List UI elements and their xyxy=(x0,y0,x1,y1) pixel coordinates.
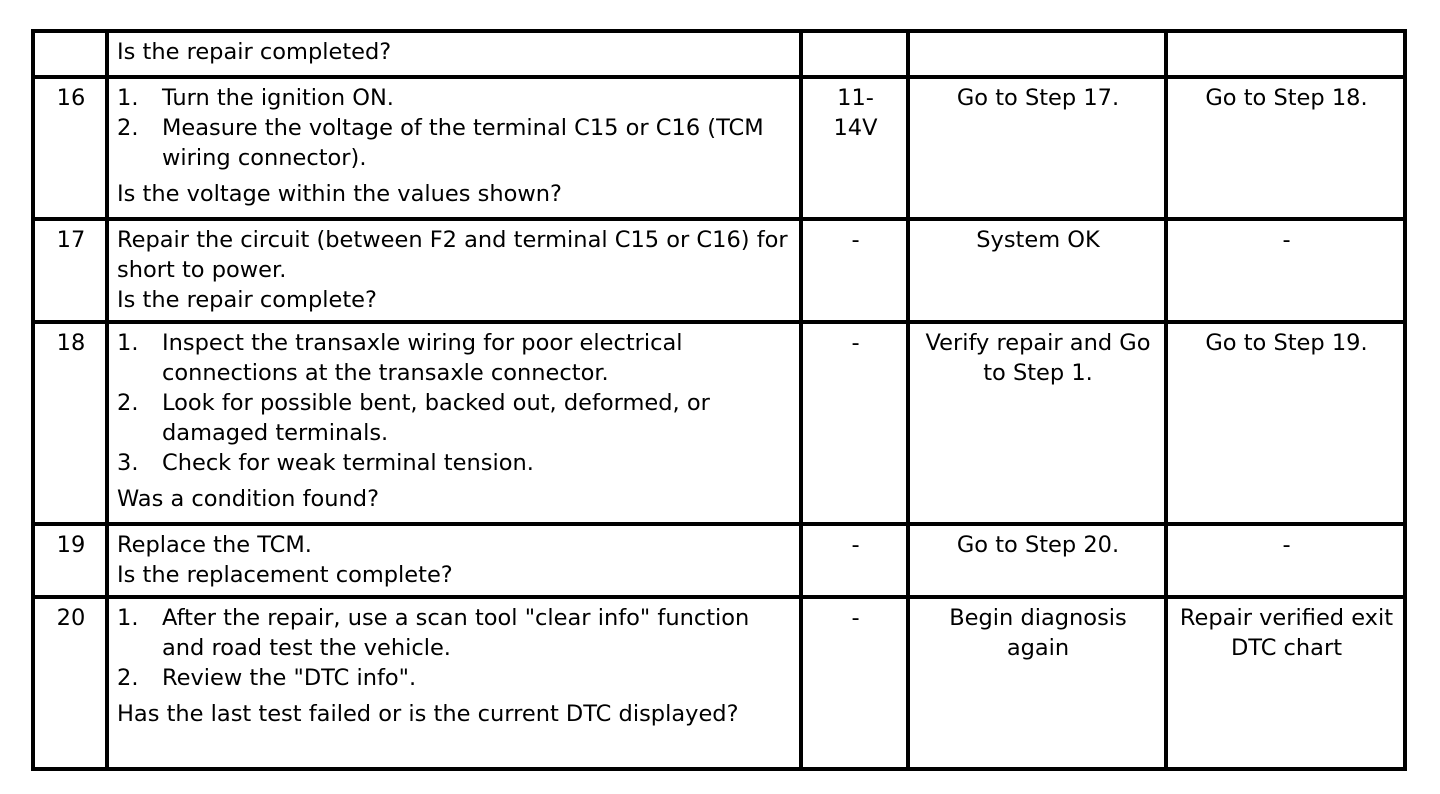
no-cell: Go to Step 19. xyxy=(1164,320,1407,526)
step-number xyxy=(31,29,109,79)
action-text: Replace the TCM. xyxy=(117,532,312,558)
list-item-number: 1. xyxy=(117,330,139,356)
action-question: Is the repair completed? xyxy=(117,39,392,65)
action-question: Has the last test failed or is the curre… xyxy=(117,701,739,727)
step-number: 18 xyxy=(31,320,109,526)
yes-cell: Go to Step 17. xyxy=(906,75,1168,221)
action-cell: Is the repair completed? xyxy=(105,29,803,79)
value-cell: - xyxy=(799,522,910,599)
value-cell: 11- 14V xyxy=(799,75,910,221)
list-item-number: 2. xyxy=(117,115,139,141)
list-item-number: 1. xyxy=(117,605,139,631)
table-row: 18 1. Inspect the transaxle wiring for p… xyxy=(31,320,1407,526)
table-row: Is the repair completed? xyxy=(31,29,1407,79)
list-item-number: 3. xyxy=(117,450,139,476)
list-item-text: Look for possible bent, backed out, defo… xyxy=(162,390,710,446)
step-number: 20 xyxy=(31,595,109,771)
yes-cell xyxy=(906,29,1168,79)
action-cell: Replace the TCM. Is the replacement comp… xyxy=(105,522,803,599)
action-question: Is the replacement complete? xyxy=(117,562,453,588)
list-item: 1. Turn the ignition ON. xyxy=(117,83,793,113)
action-question: Was a condition found? xyxy=(117,486,380,512)
action-text: Repair the circuit (between F2 and termi… xyxy=(117,227,788,283)
list-item: 3. Check for weak terminal tension. xyxy=(117,448,793,478)
list-item-number: 1. xyxy=(117,85,139,111)
yes-cell: Verify repair and Go to Step 1. xyxy=(906,320,1168,526)
value-cell: - xyxy=(799,320,910,526)
list-item-text: Inspect the transaxle wiring for poor el… xyxy=(162,330,683,386)
table-row: 17 Repair the circuit (between F2 and te… xyxy=(31,217,1407,324)
value-cell xyxy=(799,29,910,79)
action-question: Is the voltage within the values shown? xyxy=(117,181,562,207)
list-item: 1. After the repair, use a scan tool "cl… xyxy=(117,603,793,663)
list-item-text: Measure the voltage of the terminal C15 … xyxy=(162,115,764,171)
list-item: 2. Measure the voltage of the terminal C… xyxy=(117,113,793,173)
list-item-number: 2. xyxy=(117,665,139,691)
list-item-text: Check for weak terminal tension. xyxy=(162,450,534,476)
list-item: 2. Review the "DTC info". xyxy=(117,663,793,693)
no-cell: Repair verified exit DTC chart xyxy=(1164,595,1407,771)
yes-cell: System OK xyxy=(906,217,1168,324)
action-cell: 1. Turn the ignition ON. 2. Measure the … xyxy=(105,75,803,221)
yes-cell: Go to Step 20. xyxy=(906,522,1168,599)
step-number: 19 xyxy=(31,522,109,599)
value-cell: - xyxy=(799,217,910,324)
action-steps: 1. Turn the ignition ON. 2. Measure the … xyxy=(117,83,793,173)
step-number: 17 xyxy=(31,217,109,324)
no-cell: - xyxy=(1164,217,1407,324)
table-row: 19 Replace the TCM. Is the replacement c… xyxy=(31,522,1407,599)
action-steps: 1. Inspect the transaxle wiring for poor… xyxy=(117,328,793,478)
action-steps: 1. After the repair, use a scan tool "cl… xyxy=(117,603,793,693)
diagnostic-table: Is the repair completed? 16 1. Turn the … xyxy=(31,29,1407,771)
list-item: 2. Look for possible bent, backed out, d… xyxy=(117,388,793,448)
list-item-text: Turn the ignition ON. xyxy=(162,85,394,111)
no-cell: Go to Step 18. xyxy=(1164,75,1407,221)
action-cell: 1. Inspect the transaxle wiring for poor… xyxy=(105,320,803,526)
list-item-text: After the repair, use a scan tool "clear… xyxy=(162,605,750,661)
action-question: Is the repair complete? xyxy=(117,287,377,313)
list-item: 1. Inspect the transaxle wiring for poor… xyxy=(117,328,793,388)
action-cell: Repair the circuit (between F2 and termi… xyxy=(105,217,803,324)
list-item-number: 2. xyxy=(117,390,139,416)
yes-cell: Begin diagnosis again xyxy=(906,595,1168,771)
table-row: 16 1. Turn the ignition ON. 2. Measure t… xyxy=(31,75,1407,221)
value-cell: - xyxy=(799,595,910,771)
no-cell xyxy=(1164,29,1407,79)
action-cell: 1. After the repair, use a scan tool "cl… xyxy=(105,595,803,771)
list-item-text: Review the "DTC info". xyxy=(162,665,417,691)
no-cell: - xyxy=(1164,522,1407,599)
step-number: 16 xyxy=(31,75,109,221)
table-row: 20 1. After the repair, use a scan tool … xyxy=(31,595,1407,771)
